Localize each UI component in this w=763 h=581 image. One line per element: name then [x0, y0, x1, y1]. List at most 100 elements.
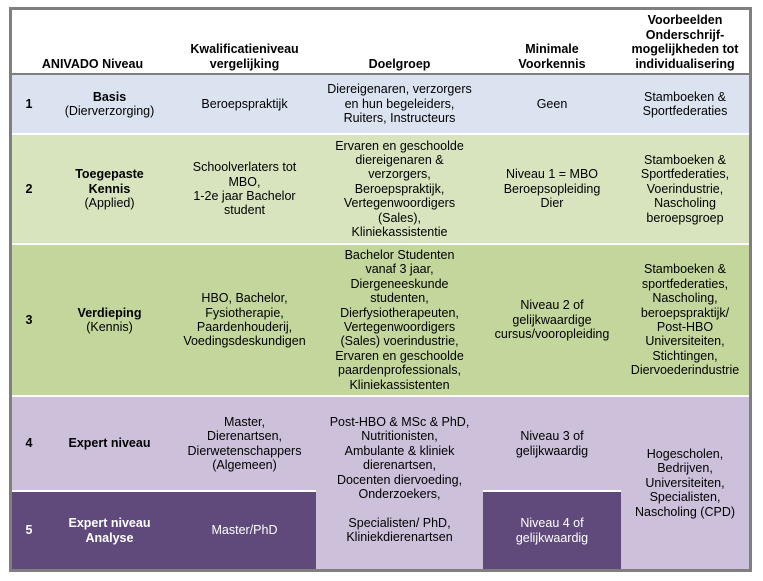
level-number: 2	[12, 134, 46, 245]
text-line: Kwalificatieniveau	[190, 42, 299, 57]
level-name: Verdieping (Kennis)	[46, 244, 173, 397]
text-line: Bedrijven,	[657, 461, 713, 476]
header-target-group: Doelgroep	[316, 10, 483, 75]
text-line: 1-2e jaar Bachelor	[193, 189, 296, 203]
text-line: Voorbeelden	[647, 13, 723, 28]
text-line: Nascholing,	[652, 291, 718, 306]
qualification-cell: HBO, Bachelor,Fysiotherapie,Paardenhoude…	[173, 244, 316, 397]
text-line: Niveau 2 of	[520, 298, 584, 313]
text-line: Schoolverlaters tot	[192, 160, 297, 175]
level-number: 5	[12, 491, 46, 569]
text-line: Vertegenwoordigers	[343, 196, 456, 211]
level-subtitle: (Applied)	[84, 196, 135, 211]
level-number: 3	[12, 244, 46, 397]
text-line: mogelijkheden tot	[631, 42, 739, 57]
text-line: diereigenaren &	[355, 152, 444, 167]
text-line: Ervaren en geschoolde	[335, 138, 464, 153]
text-line: Specialisten/ PhD,	[348, 515, 451, 530]
text-line: Dierfysiotherapeuten,	[340, 305, 459, 320]
text-line: Master,	[224, 414, 265, 429]
text-line: Stichtingen,	[652, 348, 718, 363]
text-line: Post-HBO & MSc & PhD,	[329, 415, 470, 429]
text-line: dierenartsen,	[363, 458, 436, 473]
level-name: Expert niveau	[46, 396, 173, 492]
level-name: Basis (Dierverzorging)	[46, 74, 173, 135]
text-line: Onderschrijf-	[645, 27, 725, 42]
text-line: Voedingsdeskundigen	[183, 334, 306, 349]
text-line: Vertegenwoordigers	[343, 320, 456, 334]
examples-cell-merged: Hogescholen,Bedrijven,Universiteiten,Spe…	[621, 396, 749, 569]
text-line: beroepsgroep	[646, 210, 724, 225]
text-line: Docenten diervoeding,	[336, 472, 463, 487]
text-line: Nascholing	[654, 196, 716, 211]
text-line: Ambulante & kliniek	[344, 443, 455, 458]
level-number: 4	[12, 396, 46, 492]
text-line: gelijkwaardige	[512, 312, 592, 327]
text-line: Sportfederaties	[642, 104, 728, 118]
text-line: Post-HBO	[656, 320, 714, 334]
level-title: Basis	[92, 89, 127, 104]
text-line: Beroepsopleiding	[503, 181, 601, 196]
text-line: en hun begeleiders,	[344, 96, 455, 111]
text-line: Hogescholen,	[646, 446, 724, 461]
text-line: gelijkwaardig	[515, 443, 589, 458]
text-line: (Sales),	[377, 210, 422, 225]
text-line: Bachelor Studenten	[344, 247, 455, 262]
text-line: paardenprofessionals,	[338, 363, 461, 378]
text-line: studenten,	[370, 291, 429, 306]
target-group-cell-merged: Post-HBO & MSc & PhD,Nutritionisten,Ambu…	[316, 396, 483, 569]
text-line: Diereigenaren, verzorgers	[327, 82, 472, 97]
text-line: Kliniekassistentie	[351, 225, 448, 240]
text-line: student	[223, 203, 265, 218]
text-line: Paardenhouderij,	[196, 320, 293, 334]
text-line: cursus/vooropleiding	[494, 327, 610, 342]
level-title: Expert niveau	[68, 436, 151, 451]
text-line: Universiteiten,	[645, 475, 725, 490]
text-line: Stamboeken &	[644, 152, 726, 167]
text-line: individualisering	[635, 56, 735, 71]
text-line: Onderzoekers,	[358, 487, 441, 502]
qualification-cell: Master,Dierenartsen,Dierwetenschappers(A…	[173, 396, 316, 492]
text-line: Ervaren en geschoolde	[335, 348, 464, 363]
text-line: Voorkennis	[518, 56, 586, 71]
examples-cell: Stamboeken &Sportfederaties	[621, 74, 749, 135]
text-line: Nascholing (CPD)	[634, 504, 736, 519]
text-line: Dierenartsen,	[206, 429, 283, 444]
text-line: Universiteiten,	[645, 334, 725, 349]
level-number: 1	[12, 74, 46, 135]
text-line: Specialisten,	[649, 490, 721, 505]
table-row-level-4: 4 Expert niveau Master,Dierenartsen,Dier…	[12, 396, 749, 569]
level-subtitle: (Kennis)	[86, 320, 133, 334]
qualification-cell: Beroepspraktijk	[173, 74, 316, 135]
text-line: Sportfederaties,	[640, 167, 730, 182]
text-line: Kliniekassistenten	[349, 377, 450, 392]
header-level: ANIVADO Niveau	[12, 10, 173, 75]
text-line: Voerindustrie,	[646, 181, 724, 196]
text-line: Kennis	[88, 181, 131, 196]
text-line: Stamboeken &	[644, 89, 726, 104]
text-line: Expert niveau	[68, 516, 151, 531]
text-line	[318, 501, 481, 515]
text-line: Niveau 4 of	[520, 516, 584, 531]
text-line: Beroepspraktijk	[201, 96, 288, 111]
text-line: sportfederaties,	[641, 276, 729, 291]
text-line: vanaf 3 jaar,	[365, 262, 434, 277]
